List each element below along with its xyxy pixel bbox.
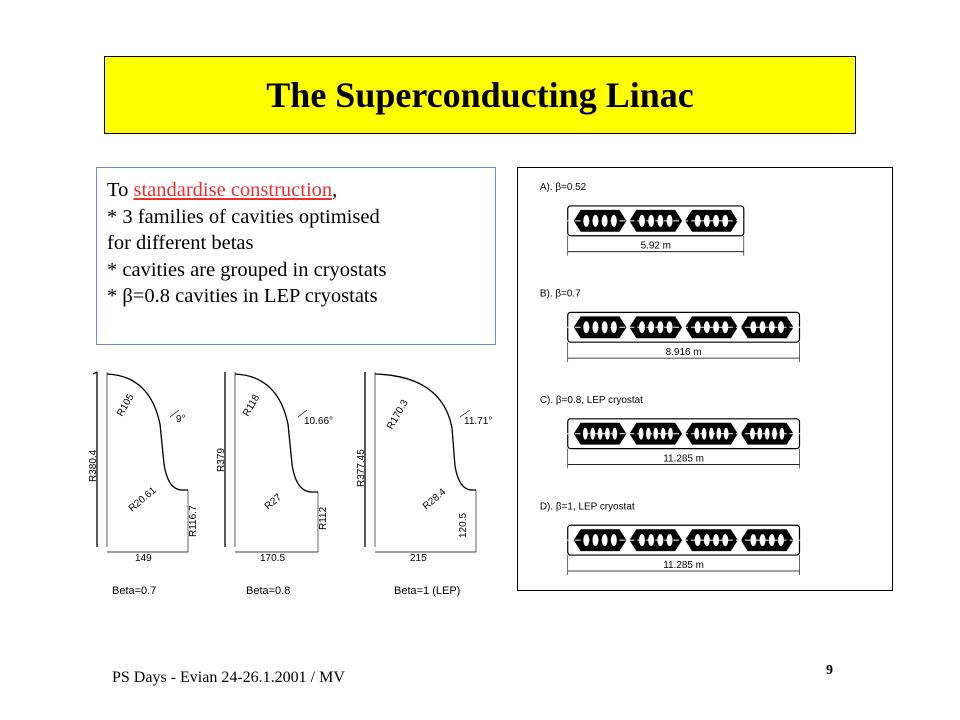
title-banner: The Superconducting Linac — [104, 56, 856, 134]
profile-r-bottom: R20.61 — [127, 485, 159, 514]
cryostat-layout-drawing: A). β=0.52 5.92 m B). β=0.7 8.916 m C). β=0.… — [517, 167, 893, 591]
cryostat-label: A). β=0.52 — [540, 182, 587, 193]
profile-caption: Beta=1 (LEP) — [394, 585, 460, 597]
cavity-cell — [722, 534, 729, 547]
profile-height: R379 — [216, 448, 227, 472]
cavity-body — [573, 316, 627, 339]
profile-height: R380.4 — [88, 449, 99, 482]
page-title: The Superconducting Linac — [266, 75, 694, 115]
cavity-cell — [703, 214, 710, 227]
cavity-profile-beta08 — [224, 372, 319, 553]
cryostat-row: A). β=0.52 5.92 m — [540, 182, 746, 256]
cavity-cell — [750, 427, 755, 440]
cavity — [573, 529, 627, 552]
cryostat-label: B). β=0.7 — [540, 288, 581, 299]
cryostat-label: D). β=1, LEP cryostat — [540, 501, 635, 512]
summary-line: * 3 families of cavities optimised — [107, 205, 380, 228]
cavity-profile-beta07 — [92, 371, 189, 553]
summary-textbox: To standardise construction, * 3 familie… — [96, 167, 496, 345]
profile-angle: 10.66° — [304, 416, 333, 427]
profile-width: 170.5 — [260, 553, 285, 564]
lead-tail: , — [332, 179, 338, 201]
profile-caption: Beta=0.7 — [112, 585, 156, 597]
cryostat-length: 11.285 m — [663, 454, 704, 465]
cavity-cell — [713, 534, 720, 547]
cavity-cell — [759, 321, 766, 334]
cavity-cell — [722, 214, 729, 227]
profile-angle: 9° — [176, 414, 186, 425]
cavity-cell — [660, 427, 666, 440]
cavity-cell — [694, 321, 701, 334]
cavity-profiles-drawing: R380.4 R105 9° R20.61 R116.7 149 Beta=0.… — [88, 371, 492, 597]
footer-text: PS Days - Evian 24-26.1.2001 / MV — [112, 669, 345, 686]
summary-lead: To standardise construction, — [107, 177, 485, 204]
cavity-body — [573, 529, 627, 552]
cavity-cell — [713, 214, 720, 227]
summary-line: for different betas — [107, 232, 254, 254]
profile-r-bottom: R27 — [263, 492, 284, 513]
cavity-cell — [750, 321, 757, 334]
summary-line: * cavities are grouped in cryostats — [107, 258, 387, 281]
cavity-cell — [597, 427, 603, 440]
profile-r-side: 120.5 — [458, 513, 469, 538]
profile-caption: Beta=0.8 — [246, 585, 290, 597]
page-number: 9 — [826, 663, 833, 678]
profile-r-bottom: R28.4 — [421, 486, 449, 512]
lead-text: To — [107, 179, 134, 201]
summary-line: * β=0.8 cavities in LEP cryostats — [107, 285, 378, 307]
profile-r-side: R116.7 — [188, 505, 199, 537]
cavity — [573, 316, 627, 339]
profile-r-top: R118 — [241, 393, 262, 419]
cavity-cell — [757, 427, 763, 440]
cavity-cell — [703, 321, 710, 334]
cryostat-length: 8.916 m — [666, 347, 702, 358]
cavity-cell — [759, 534, 766, 547]
cavity-profile-beta1 — [364, 372, 477, 553]
cryostat-row: C). β=0.8, LEP cryostat 11.285 m — [540, 395, 802, 469]
profile-width: 215 — [410, 553, 427, 564]
cryostat-length: 5.92 m — [641, 241, 671, 252]
cavity-cell — [723, 427, 729, 440]
profile-width: 149 — [135, 553, 152, 564]
cryostat-label: C). β=0.8, LEP cryostat — [540, 395, 643, 406]
cryostat-row: D). β=1, LEP cryostat 11.285 m — [540, 501, 802, 575]
cavity-cell — [722, 321, 729, 334]
standardise-link[interactable]: standardise construction — [133, 179, 333, 201]
profile-r-top: R105 — [115, 392, 137, 419]
cavity-cell — [694, 214, 701, 227]
profile-angle: 11.71° — [464, 416, 492, 427]
cavity-body — [573, 209, 627, 232]
cavity-cell — [703, 534, 710, 547]
cavity — [573, 422, 627, 445]
cavity-cell — [713, 321, 720, 334]
cavity-cell — [750, 534, 757, 547]
profile-r-side: R112 — [318, 506, 329, 530]
cavity — [573, 209, 627, 232]
cavity-cell — [694, 534, 701, 547]
cryostat-row: B). β=0.7 8.916 m — [540, 288, 802, 363]
cavity-cell — [668, 427, 673, 440]
cryostat-length: 11.285 m — [663, 560, 704, 571]
profile-height: R377.45 — [356, 449, 367, 487]
profile-r-top: R170.3 — [385, 398, 411, 432]
